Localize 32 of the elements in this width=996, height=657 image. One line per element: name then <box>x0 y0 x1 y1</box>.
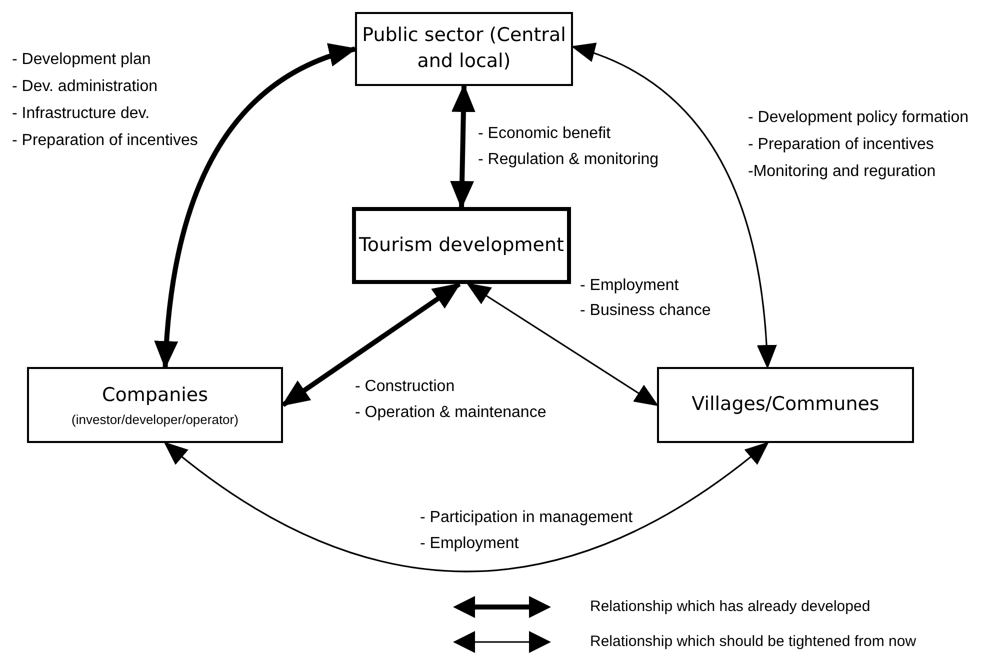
relation-note: - Employment <box>580 278 679 294</box>
box-title: Tourism development <box>359 232 564 258</box>
relation-note: - Preparation of incentives <box>12 133 198 149</box>
box-title: Companies <box>102 383 208 408</box>
double-arrow <box>450 84 476 209</box>
relation-note: - Development policy formation <box>748 110 969 126</box>
relation-note: - Infrastructure dev. <box>12 106 150 122</box>
relation-note: -Monitoring and reguration <box>748 164 936 180</box>
relation-note: - Participation in management <box>420 510 633 526</box>
relation-note: - Regulation & monitoring <box>478 152 659 168</box>
relation-note: - Dev. administration <box>12 79 158 95</box>
double-arrow <box>466 282 659 406</box>
double-arrow <box>571 44 776 369</box>
relation-note: - Operation & maintenance <box>355 405 546 421</box>
process-box <box>27 367 283 443</box>
relation-note: - Development plan <box>12 52 151 68</box>
legend-text: Relationship which should be tightened from now <box>590 633 916 650</box>
box-title: Public sector (Central and local) <box>361 23 567 74</box>
legend-text: Relationship which has already developed <box>590 598 870 615</box>
double-arrow <box>164 442 770 572</box>
box-title: Villages/Communes <box>692 392 880 418</box>
relation-note: - Preparation of incentives <box>748 137 934 153</box>
box-subtitle: (investor/developer/operator) <box>72 412 238 427</box>
process-box <box>657 367 914 443</box>
double-arrow <box>281 282 461 408</box>
relation-note: - Economic benefit <box>478 126 611 142</box>
process-box <box>352 207 571 284</box>
relation-note: - Construction <box>355 379 455 395</box>
process-box <box>355 12 573 86</box>
relation-note: - Business chance <box>580 303 711 319</box>
double-arrow <box>154 44 357 369</box>
relation-note: - Employment <box>420 536 519 552</box>
